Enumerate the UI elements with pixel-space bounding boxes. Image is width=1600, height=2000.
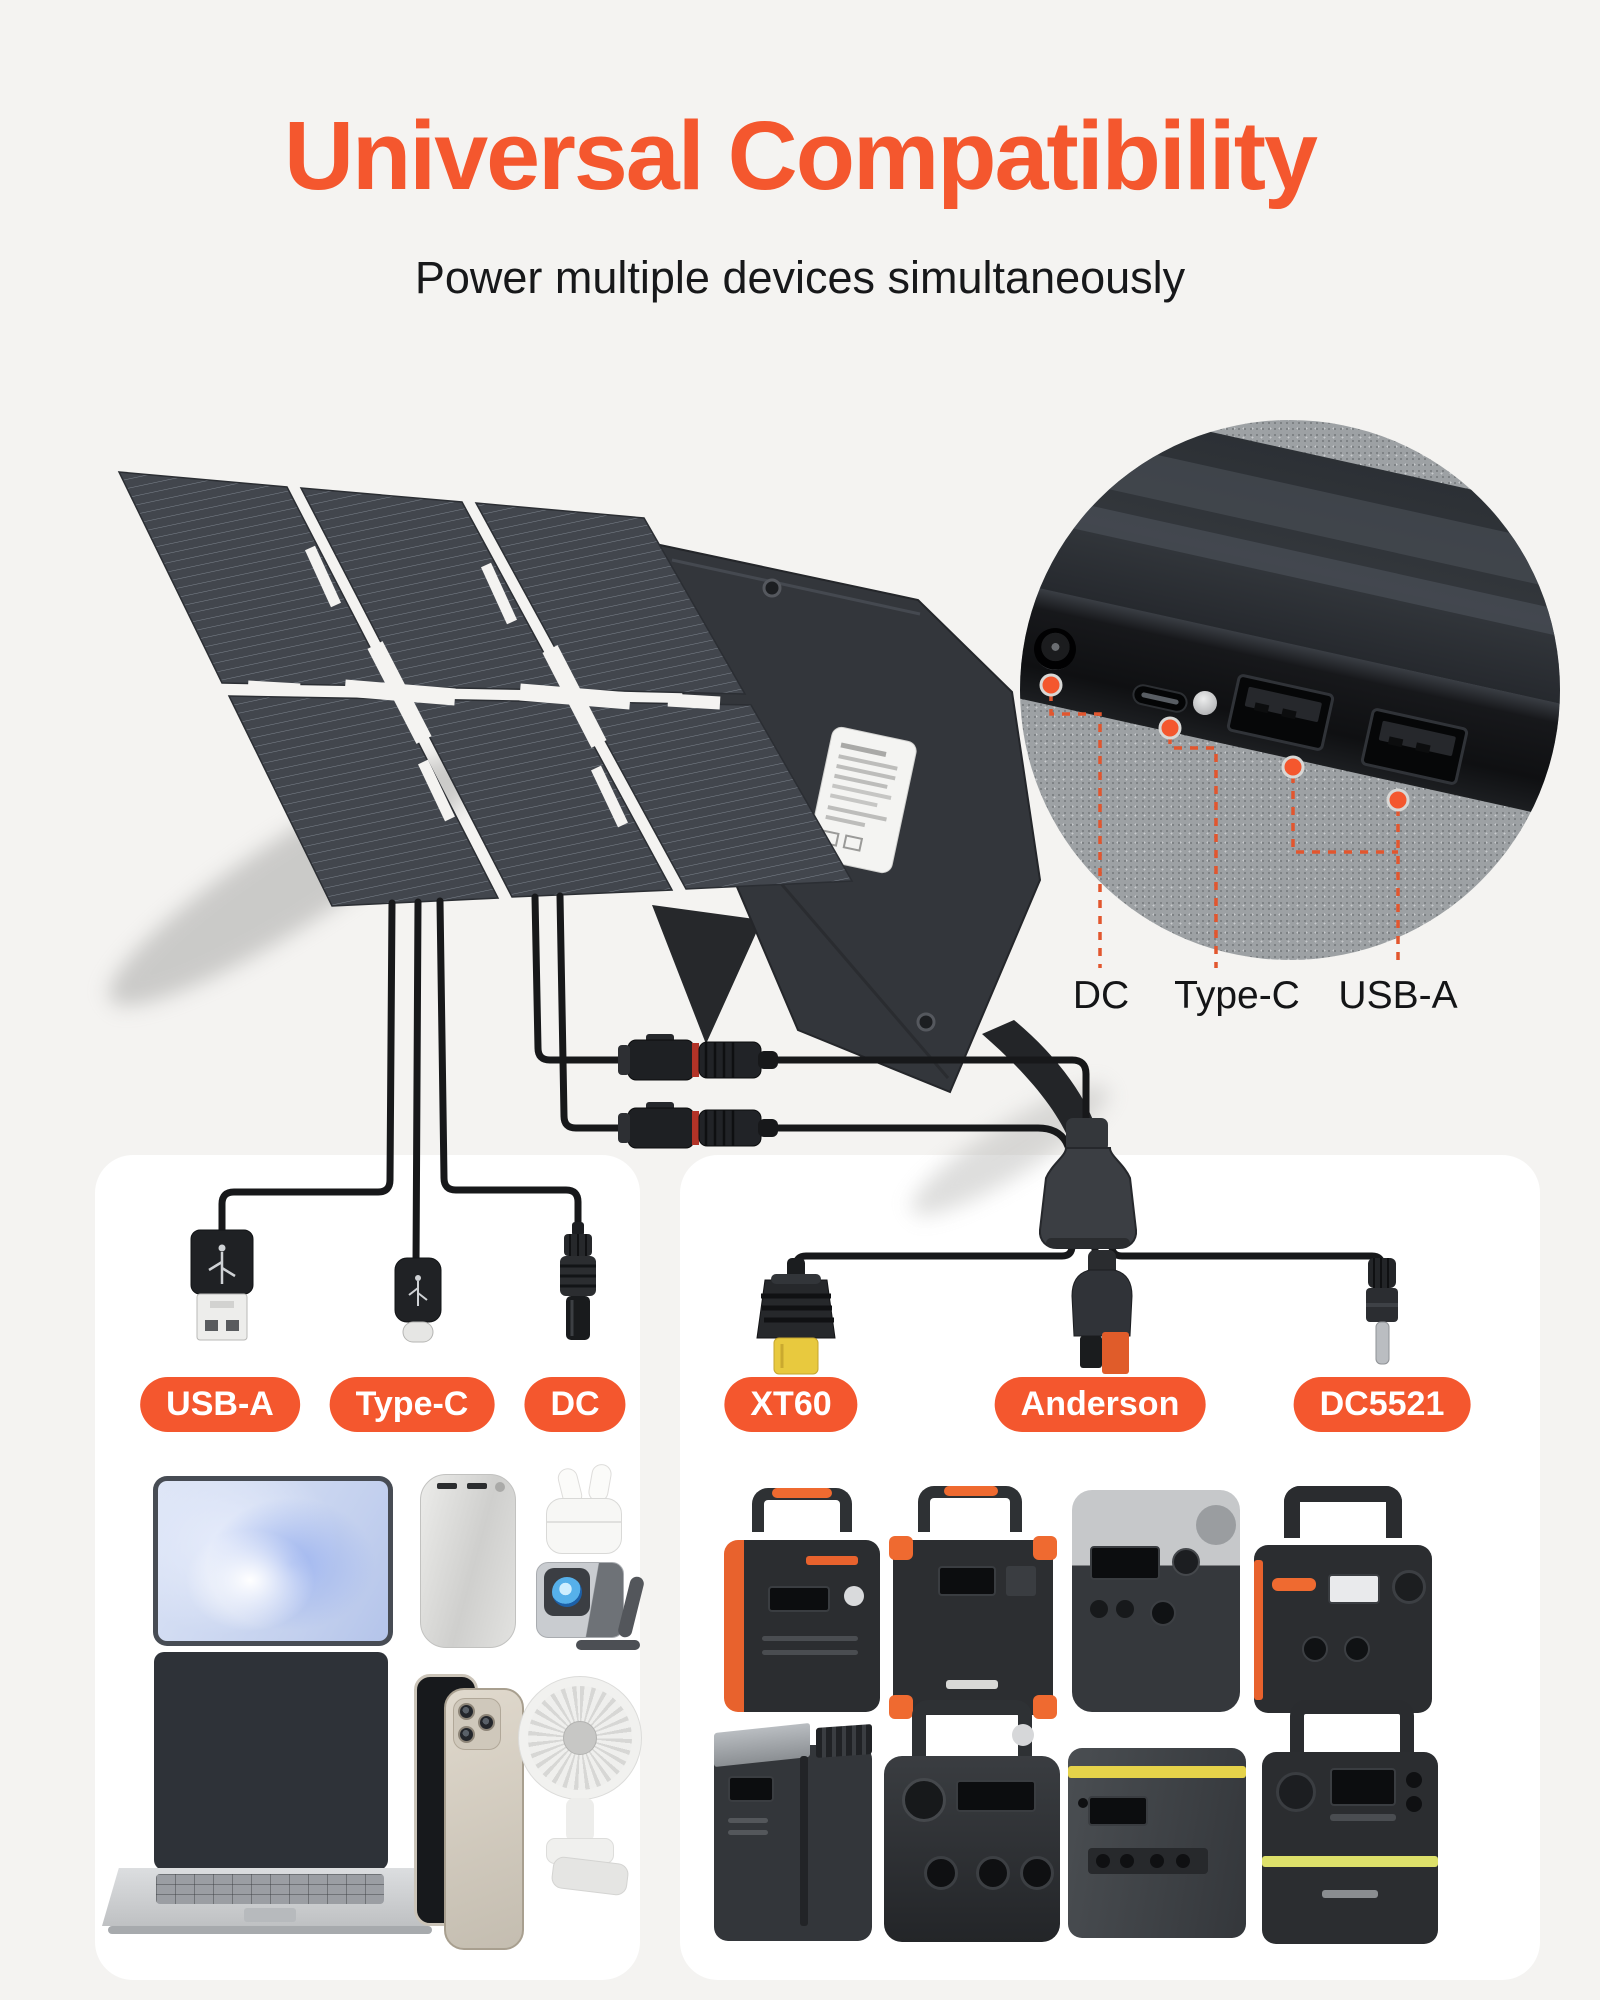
badge-type-c: Type-C — [329, 1377, 495, 1432]
clip-fan — [518, 1676, 642, 1956]
mc4-connector-pair-upper — [618, 1034, 778, 1081]
mini-projector — [536, 1558, 646, 1650]
page-title: Universal Compatibility — [283, 101, 1318, 210]
callout-label-usb-a: USB-A — [1338, 974, 1458, 1017]
flap-grommet-bottom — [916, 1012, 936, 1032]
badge-dc5521: DC5521 — [1293, 1377, 1471, 1432]
badge-dc: DC — [524, 1377, 626, 1432]
page-subtitle: Power multiple devices simultaneously — [414, 252, 1186, 303]
badge-usb-a: USB-A — [140, 1377, 300, 1432]
storage-flap — [658, 543, 1042, 1094]
tablet — [153, 1476, 393, 1646]
panel-shadow — [108, 754, 482, 1006]
badge-xt60: XT60 — [724, 1377, 858, 1432]
flap-grommet-top — [762, 578, 782, 598]
fold-cutouts — [247, 545, 721, 828]
solar-array — [117, 471, 854, 907]
mc4-connector-pair-lower — [618, 1102, 778, 1149]
cable-mc4-upper — [531, 893, 636, 1064]
badge-anderson: Anderson — [994, 1377, 1206, 1432]
wireless-earbuds — [542, 1462, 630, 1554]
port-closeup-inset — [1020, 420, 1560, 960]
cable-mc4-upper-right — [768, 1056, 1090, 1132]
smartphone — [414, 1668, 526, 1954]
laptop — [102, 1652, 438, 1958]
callout-label-dc: DC — [1072, 974, 1130, 1017]
power-bank — [420, 1474, 516, 1648]
spec-label — [807, 726, 917, 874]
cable-mc4-lower — [556, 892, 636, 1132]
callout-label-type-c: Type-C — [1174, 974, 1300, 1017]
kickstand-leg — [652, 905, 762, 1044]
